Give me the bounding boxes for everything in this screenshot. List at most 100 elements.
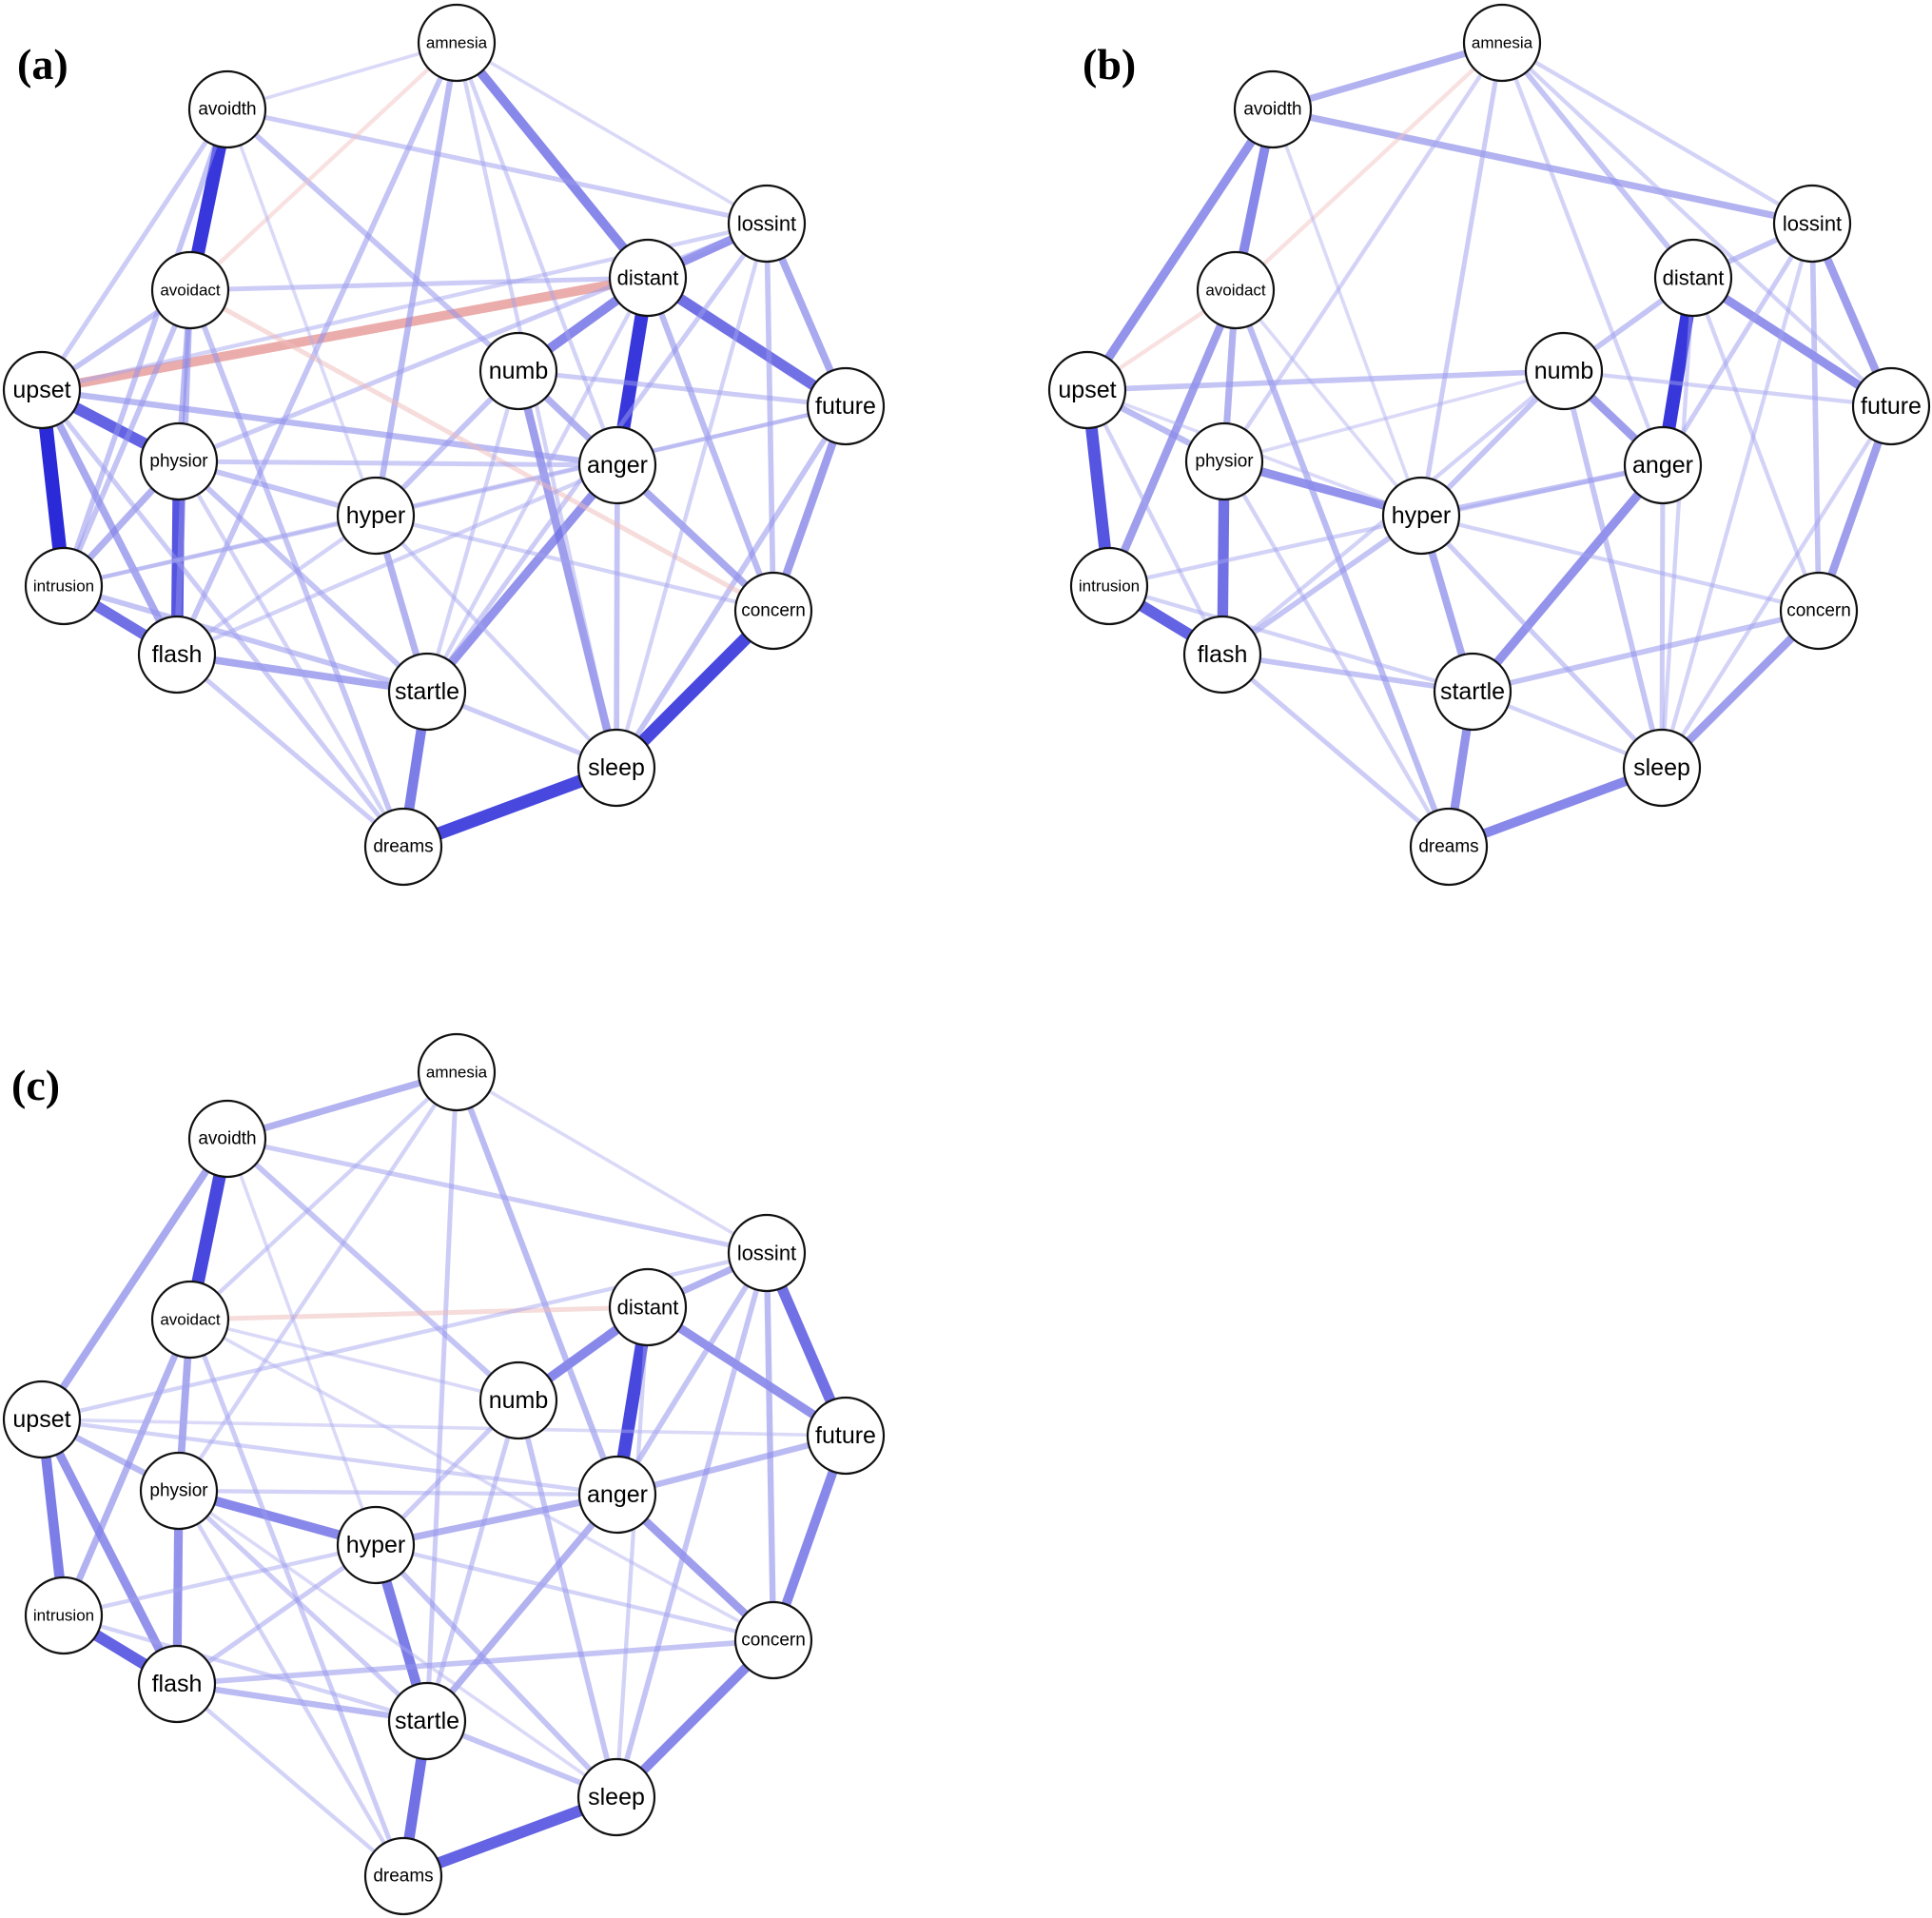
node-label-upset: upset: [12, 1406, 70, 1433]
edge-physior-numb-b: [1222, 369, 1566, 463]
node-circle-distant: [608, 238, 688, 318]
edge-avoidact-concern-c: [188, 1318, 775, 1642]
edge-avoidact-intrusion-a: [61, 287, 193, 589]
node-label-anger: anger: [587, 1481, 648, 1508]
node-label-sleep: sleep: [588, 754, 645, 781]
edge-upset-anger-a: [38, 386, 621, 469]
edge-flash-hyper-c: [174, 1542, 379, 1687]
node-label-avoidact: avoidact: [160, 1311, 221, 1329]
edge-avoidth-upset-c: [38, 1135, 231, 1423]
edge-anger-startle-b: [1468, 460, 1668, 696]
panel-label-c: (c): [11, 1061, 60, 1109]
node-circle-upset: [1047, 350, 1127, 430]
node-label-avoidth: avoidth: [1243, 100, 1301, 120]
node-label-dreams: dreams: [1418, 837, 1478, 857]
edge-avoidth-numb-a: [224, 107, 521, 374]
edge-upset-anger-c: [39, 1417, 620, 1497]
edge-amnesia-startle-c: [424, 1069, 459, 1724]
edge-intrusion-hyper-a: [61, 513, 379, 589]
node-circle-sleep: [576, 728, 656, 808]
node-label-intrusion: intrusion: [33, 577, 94, 596]
edge-anger-startle-a: [422, 460, 622, 696]
edge-anger-sleep-b: [1659, 462, 1666, 771]
node-circle-concern: [733, 1600, 813, 1680]
edge-physior-sleep-c: [177, 1489, 618, 1799]
node-upset-a: upset: [2, 350, 82, 430]
node-circle-hyper: [336, 1505, 416, 1585]
edge-numb-sleep-c: [516, 1398, 619, 1800]
node-circle-anger: [577, 1455, 657, 1535]
edge-amnesia-physior-b: [1221, 40, 1505, 464]
node-layer-b: amnesiaavoidthavoidactupsetphysiorintrus…: [1047, 3, 1931, 887]
edge-flash-concern-c: [174, 1637, 776, 1687]
edge-lossint-anger-b: [1660, 221, 1815, 468]
edge-lossint-concern-a: [764, 221, 776, 614]
panel-label-b: (b): [1083, 40, 1136, 88]
node-circle-distant: [608, 1267, 688, 1347]
edge-amnesia-lossint-c: [455, 1070, 769, 1255]
edge-upset-numb-b: [1084, 368, 1567, 393]
edge-intrusion-startle-a: [61, 583, 430, 695]
edge-lossint-anger-c: [615, 1250, 770, 1497]
node-intrusion-a: intrusion: [24, 546, 104, 626]
edge-avoidth-intrusion-a: [61, 107, 230, 589]
node-sleep-b: sleep: [1622, 728, 1702, 808]
network-panel-c: (c) amnesiaavoidthavoidactupsetphysiorin…: [2, 1032, 886, 1916]
node-label-upset: upset: [1058, 377, 1116, 403]
node-circle-dreams: [363, 1836, 443, 1916]
edge-lossint-sleep-b: [1659, 221, 1815, 771]
node-startle-c: startle: [387, 1681, 467, 1761]
node-future-a: future: [806, 366, 886, 446]
node-amnesia-a: amnesia: [417, 3, 497, 83]
node-label-avoidth: avoidth: [198, 1129, 256, 1149]
edge-numb-future-a: [516, 368, 849, 409]
node-circle-lossint: [727, 184, 807, 264]
node-upset-c: upset: [2, 1380, 82, 1459]
edge-amnesia-anger-a: [454, 40, 620, 468]
node-circle-intrusion: [1069, 546, 1149, 626]
node-label-anger: anger: [587, 452, 648, 479]
node-circle-intrusion: [24, 1576, 104, 1655]
node-circle-numb: [1524, 331, 1604, 411]
edge-physior-dreams-c: [176, 1488, 406, 1879]
node-circle-future: [806, 1396, 886, 1476]
node-physior-c: physior: [139, 1451, 219, 1531]
edge-amnesia-anger-b: [1499, 40, 1666, 468]
node-circle-avoidth: [187, 1099, 267, 1179]
edge-avoidth-amnesia-b: [1269, 39, 1506, 113]
node-label-dreams: dreams: [373, 1867, 433, 1887]
node-label-amnesia: amnesia: [426, 34, 488, 52]
node-circle-physior: [1184, 421, 1264, 501]
edge-upset-flash-c: [37, 1415, 182, 1689]
node-label-numb: numb: [489, 358, 549, 384]
edge-hyper-anger-c: [372, 1491, 621, 1549]
node-label-startle: startle: [1440, 678, 1505, 705]
edge-flash-startle-b: [1220, 652, 1475, 695]
node-circle-physior: [139, 1451, 219, 1531]
edge-avoidth-amnesia-c: [224, 1068, 460, 1143]
node-label-numb: numb: [489, 1387, 549, 1414]
edge-avoidact-distant-c: [187, 1304, 651, 1322]
edge-physior-dreams-a: [176, 459, 406, 850]
edge-physior-anger-a: [176, 459, 620, 468]
node-circle-hyper: [1381, 476, 1461, 556]
node-circle-hyper: [336, 476, 416, 556]
node-lossint-b: lossint: [1772, 184, 1852, 264]
node-label-anger: anger: [1632, 452, 1693, 479]
node-circle-numb: [478, 331, 558, 411]
node-circle-startle: [1433, 652, 1512, 732]
node-label-distant: distant: [1663, 266, 1725, 290]
node-startle-a: startle: [387, 652, 467, 732]
edge-anger-sleep-a: [614, 462, 620, 771]
edge-lossint-concern-c: [763, 1249, 777, 1644]
edge-future-anger-c: [614, 1432, 849, 1498]
node-lossint-c: lossint: [727, 1213, 807, 1293]
node-layer-a: amnesiaavoidthavoidactupsetphysiorintrus…: [2, 3, 886, 887]
node-avoidth-b: avoidth: [1233, 69, 1313, 149]
node-circle-amnesia: [1462, 3, 1542, 83]
edge-flash-dreams-c: [174, 1681, 406, 1879]
node-hyper-c: hyper: [336, 1505, 416, 1585]
node-flash-a: flash: [137, 615, 217, 695]
node-label-lossint: lossint: [1783, 212, 1842, 236]
edge-numb-sleep-a: [514, 366, 621, 773]
